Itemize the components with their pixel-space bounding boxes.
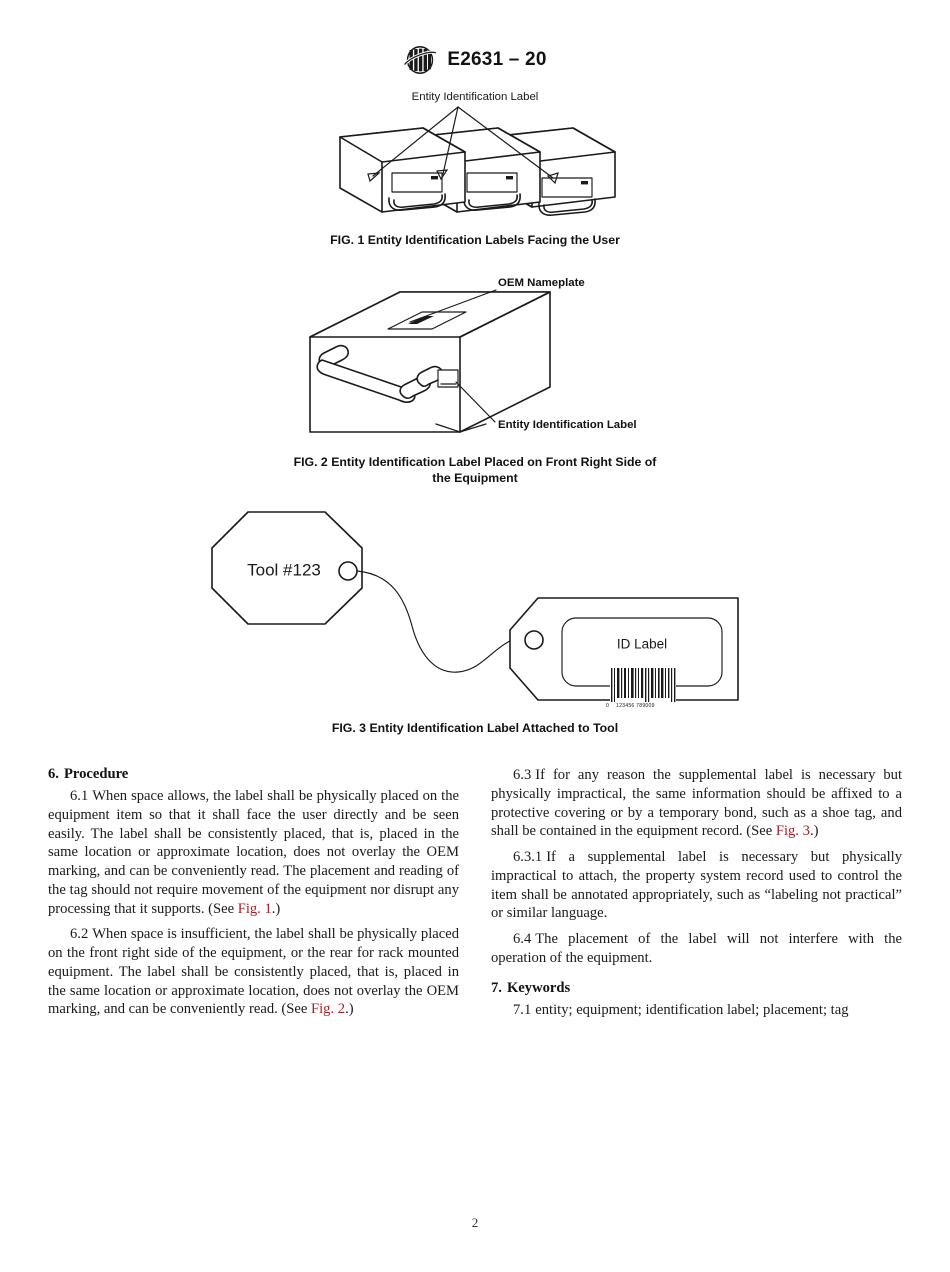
- xref-fig-1[interactable]: Fig. 1: [237, 900, 272, 917]
- figure-1-illustration: Entity Identification Label: [339, 91, 616, 216]
- xref-fig-2[interactable]: Fig. 2: [311, 1001, 346, 1018]
- figure-2-entity-label-annotation: Entity Identification Label: [498, 419, 637, 431]
- section-heading-keywords: 7.Keywords: [491, 979, 571, 996]
- equipment-handle: [316, 344, 443, 403]
- equipment-unit-3-front: [538, 177, 596, 216]
- page-header: E2631 – 20: [0, 45, 950, 75]
- barcode-digits: 123456 789009: [616, 703, 655, 709]
- xref-fig-3[interactable]: Fig. 3: [775, 823, 810, 840]
- page-number: 2: [471, 1215, 479, 1230]
- tool-tag: Tool #123: [211, 511, 363, 625]
- figure-2-oem-nameplate-label: OEM Nameplate: [498, 277, 585, 289]
- barcode: 0 123456 789009: [606, 668, 676, 709]
- figure-3-illustration: Tool #123 ID Label: [211, 511, 739, 709]
- oem-nameplate: [387, 311, 467, 330]
- figure-1-caption: FIG. 1 Entity Identification Labels Faci…: [330, 233, 620, 247]
- figure-1-annotation-label: Entity Identification Label: [412, 91, 539, 103]
- figure-1-leader-lines: [367, 106, 559, 185]
- astm-logo-icon: [403, 45, 437, 75]
- id-label-text: ID Label: [617, 637, 667, 652]
- figure-2-leader-lines: [409, 289, 497, 433]
- barcode-check-digit: 0: [606, 703, 609, 709]
- figure-3-caption: FIG. 3 Entity Identification Label Attac…: [331, 721, 619, 735]
- section-heading-procedure: 6.Procedure: [48, 766, 129, 782]
- entity-id-label-plate: [437, 369, 459, 388]
- figure-2-illustration: OEM Nameplate: [309, 277, 637, 433]
- standard-designation: E2631 – 20: [447, 49, 547, 70]
- id-label-tag: ID Label: [509, 597, 739, 709]
- figure-2: OEM Nameplate: [0, 272, 950, 487]
- tool-tag-text: Tool #123: [247, 560, 321, 579]
- equipment-unit-1: [339, 127, 466, 213]
- figure-3: Tool #123 ID Label: [0, 500, 950, 736]
- figure-1: Entity Identification Label: [0, 90, 950, 248]
- figure-2-caption: FIG. 2 Entity Identification Label Place…: [293, 455, 657, 486]
